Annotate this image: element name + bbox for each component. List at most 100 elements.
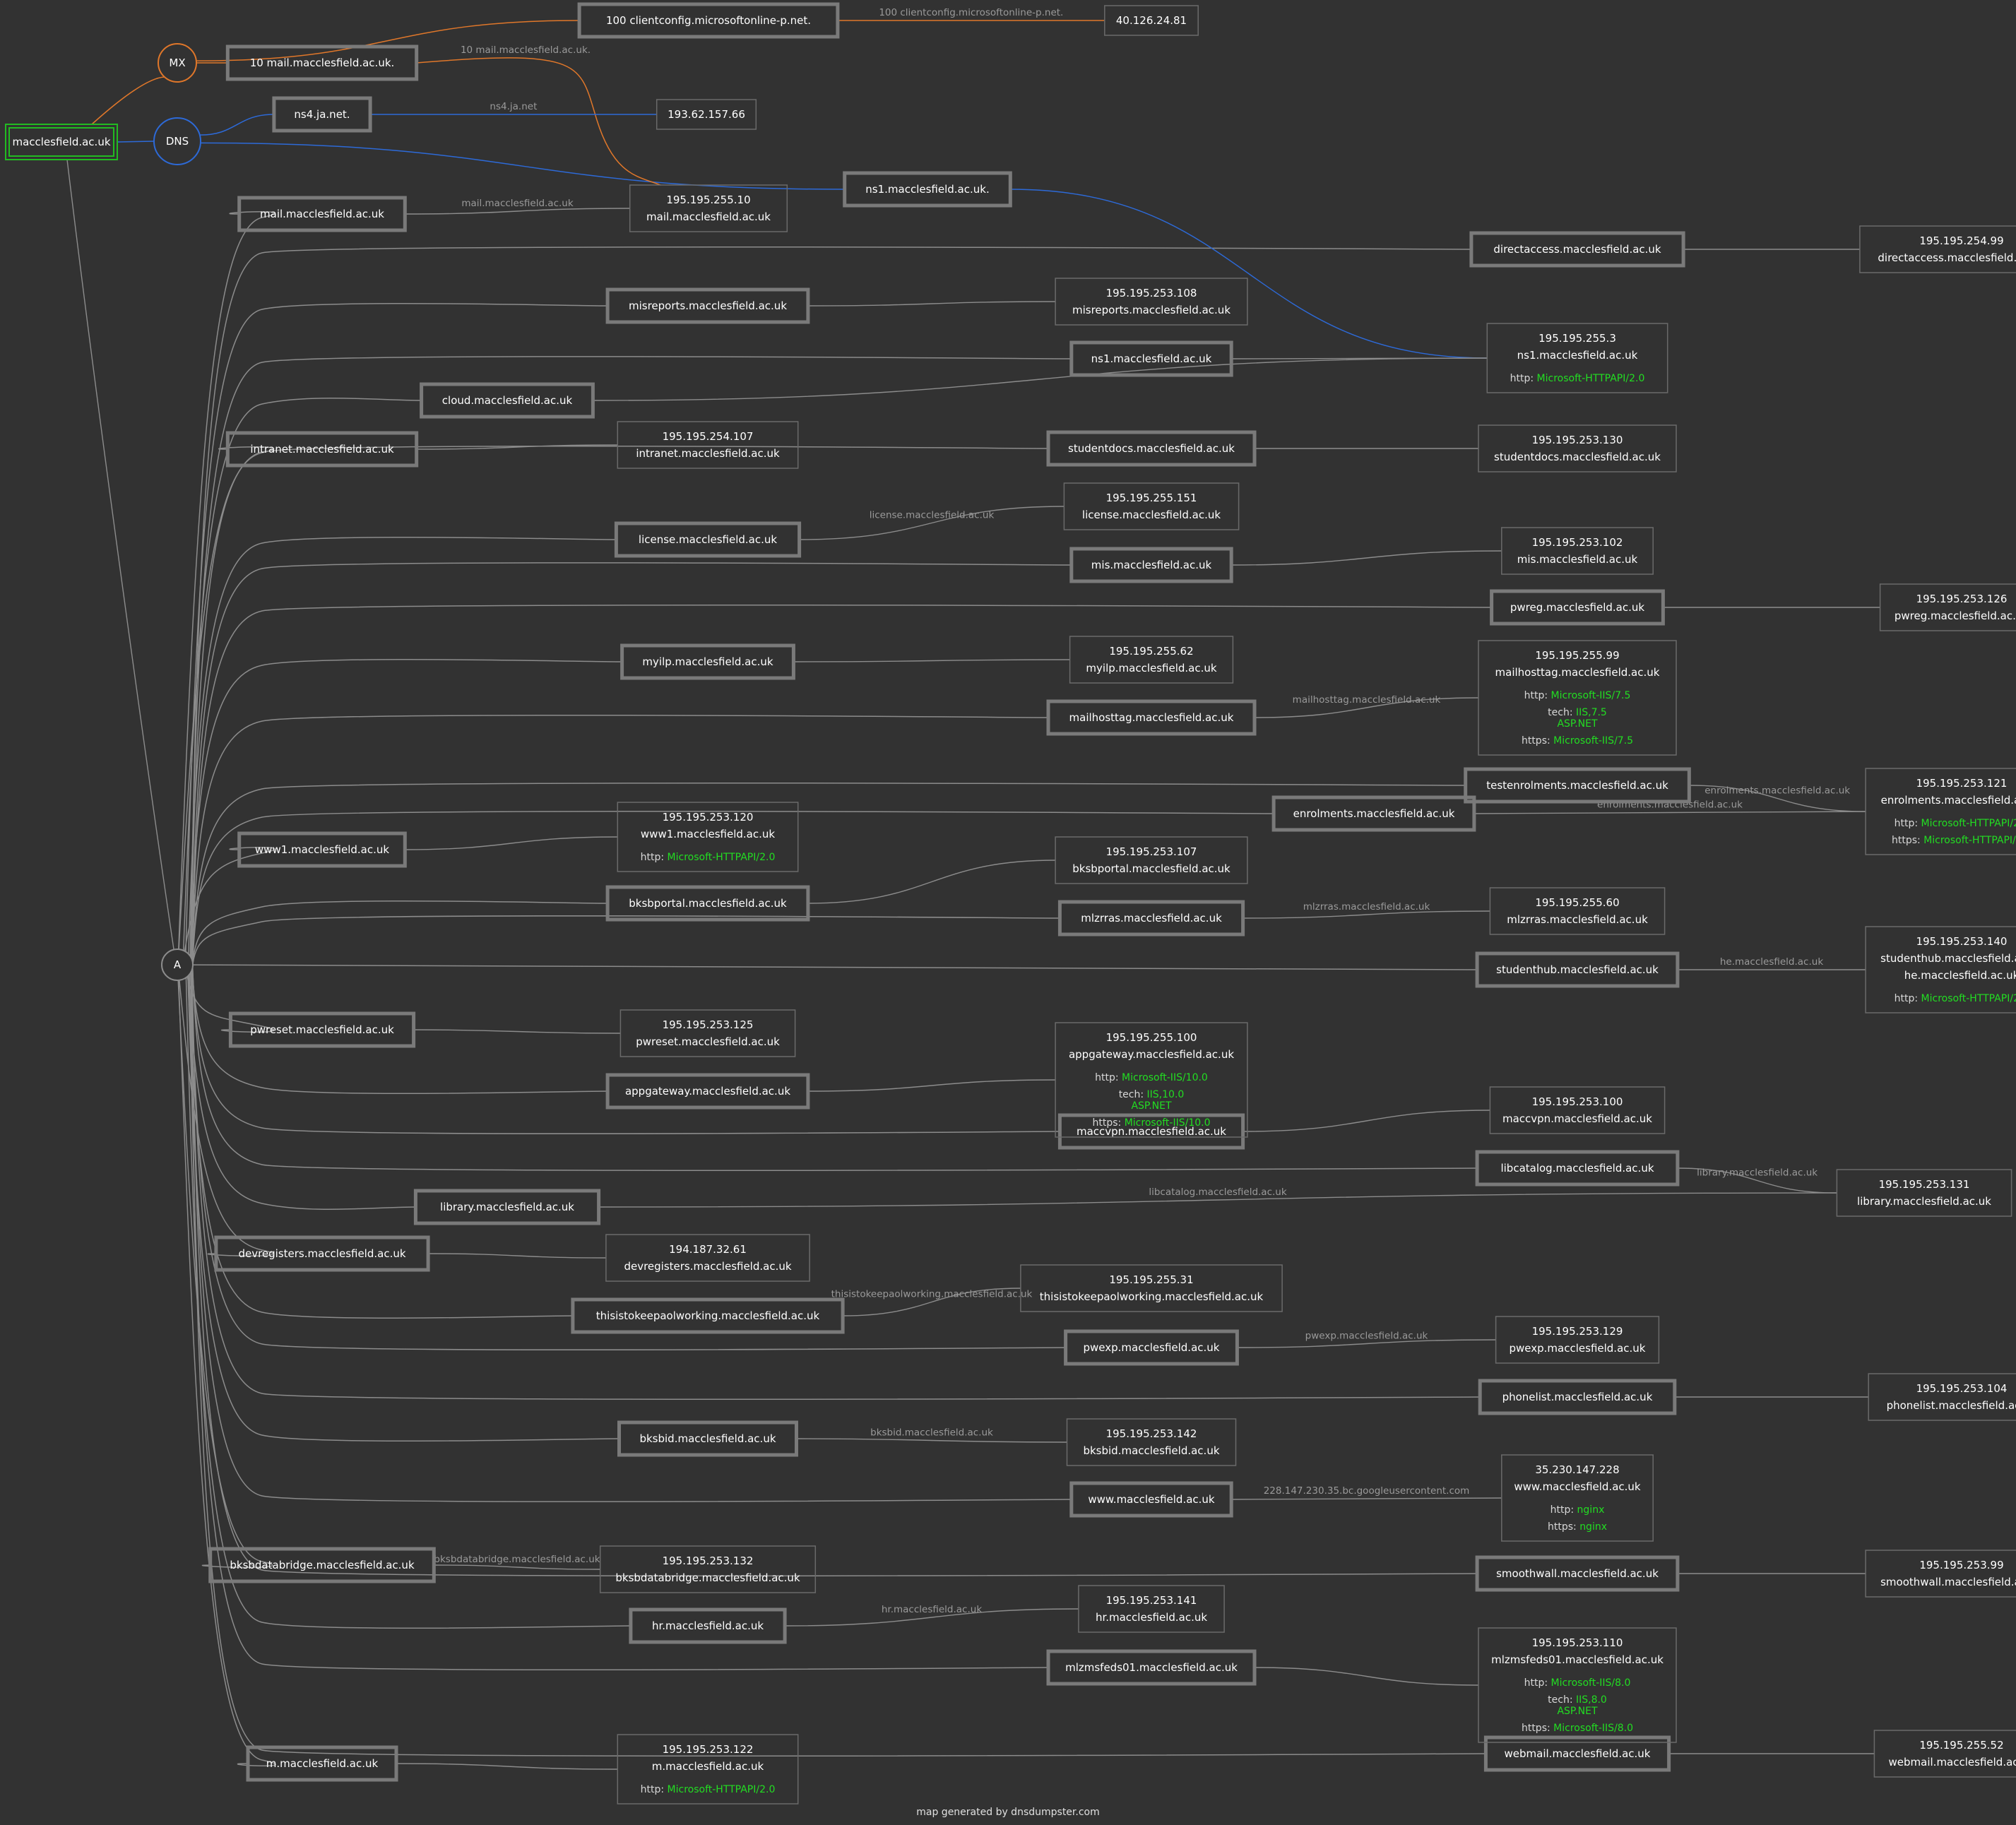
host-node-cloud[interactable]: cloud.macclesfield.ac.uk [420, 382, 595, 419]
host-node-misreports[interactable]: misreports.macclesfield.ac.uk [605, 287, 810, 324]
host-node-bksbid[interactable]: bksbid.macclesfield.ac.uk [617, 1420, 798, 1457]
edge-group-mailhosttag [191, 714, 1049, 961]
ip-hostname: m.macclesfield.ac.uk [652, 1760, 764, 1773]
host-node-appgateway[interactable]: appgateway.macclesfield.ac.uk [605, 1073, 810, 1110]
ip-node-ip_mlzmsfeds01[interactable]: 195.195.253.110mlzmsfeds01.macclesfield.… [1478, 1627, 1677, 1743]
ip-hostname: www1.macclesfield.ac.uk [641, 828, 775, 840]
edge-ip-myilp [793, 659, 1070, 662]
host-label: libcatalog.macclesfield.ac.uk [1500, 1162, 1654, 1175]
edge-label-mx1: 100 clientconfig.microsoftonline-p.net. [879, 7, 1063, 18]
host-node-mailhosttag[interactable]: mailhosttag.macclesfield.ac.uk [1046, 699, 1257, 736]
ip-node-ip_smoothwall[interactable]: 195.195.253.99smoothwall.macclesfield.ac… [1865, 1550, 2016, 1598]
ip-node-ip_enrolments[interactable]: 195.195.253.121enrolments.macclesfield.a… [1865, 768, 2016, 855]
ip-node-ip_mailhosttag[interactable]: 195.195.255.99mailhosttag.macclesfield.a… [1478, 640, 1677, 756]
service-label: http: [1095, 1072, 1122, 1083]
host-node-webmail[interactable]: webmail.macclesfield.ac.uk [1483, 1735, 1671, 1772]
edge-label-license: license.macclesfield.ac.uk [870, 510, 995, 521]
host-node-bksbportal[interactable]: bksbportal.macclesfield.ac.uk [605, 885, 810, 922]
ip-node-ip_misreports[interactable]: 195.195.253.108misreports.macclesfield.a… [1055, 278, 1248, 326]
root-node[interactable]: macclesfield.ac.uk [5, 124, 118, 160]
ip-node-ip_bksbdatabridge[interactable]: 195.195.253.132bksbdatabridge.macclesfie… [599, 1545, 817, 1593]
host-node-libcatalog[interactable]: libcatalog.macclesfield.ac.uk [1475, 1150, 1680, 1187]
ip-node-ip_www1[interactable]: 195.195.253.120www1.macclesfield.ac.ukht… [617, 802, 799, 872]
edge-ip-mail [405, 208, 630, 215]
host-node-mx2[interactable]: 10 mail.macclesfield.ac.uk. [225, 44, 419, 81]
host-node-mlzrras[interactable]: mlzrras.macclesfield.ac.uk [1057, 900, 1245, 937]
host-label: mailhosttag.macclesfield.ac.uk [1069, 711, 1234, 724]
ip-address: 195.195.254.107 [663, 430, 754, 443]
edge-ip-libcatalog [1677, 1167, 1837, 1194]
host-node-mlzmsfeds01[interactable]: mlzmsfeds01.macclesfield.ac.uk [1046, 1649, 1257, 1686]
edge-ip-pwexp [1237, 1339, 1496, 1348]
ip-node-ip_intranet[interactable]: 195.195.254.107intranet.macclesfield.ac.… [617, 421, 799, 469]
host-node-mail[interactable]: mail.macclesfield.ac.uk [237, 196, 407, 232]
host-node-m[interactable]: m.macclesfield.ac.uk [246, 1745, 398, 1782]
host-node-library[interactable]: library.macclesfield.ac.uk [413, 1189, 601, 1225]
ip-hostname: studentdocs.macclesfield.ac.uk [1494, 451, 1661, 463]
host-node-pwexp[interactable]: pwexp.macclesfield.ac.uk [1064, 1329, 1239, 1366]
host-node-smoothwall[interactable]: smoothwall.macclesfield.ac.uk [1475, 1555, 1680, 1592]
ip-node-ip_thisis[interactable]: 195.195.255.31thisistokeepaolworking.mac… [1020, 1264, 1283, 1312]
host-node-maccvpn[interactable]: maccvpn.macclesfield.ac.uk [1057, 1113, 1245, 1150]
ip-node-ip_ns1[interactable]: 195.195.255.3ns1.macclesfield.ac.ukhttp:… [1486, 323, 1668, 393]
host-node-enrolments[interactable]: enrolments.macclesfield.ac.uk [1271, 795, 1476, 832]
edge-group-pwreset [186, 976, 275, 1033]
host-node-hr[interactable]: hr.macclesfield.ac.uk [629, 1607, 787, 1644]
host-node-ns1[interactable]: ns1.macclesfield.ac.uk [1069, 340, 1233, 377]
ip-address: 195.195.253.104 [1916, 1382, 2008, 1395]
ip-node-ip_license[interactable]: 195.195.255.151license.macclesfield.ac.u… [1063, 482, 1240, 530]
host-node-license[interactable]: license.macclesfield.ac.uk [614, 521, 802, 558]
ip-node-ip_appgateway[interactable]: 195.195.255.100appgateway.macclesfield.a… [1055, 1022, 1248, 1138]
ip-node-ip_directaccess[interactable]: 195.195.254.99directaccess.macclesfield.… [1859, 225, 2016, 273]
ip-node-ip_m[interactable]: 195.195.253.122m.macclesfield.ac.ukhttp:… [617, 1734, 799, 1805]
host-node-bksbdatabridge[interactable]: bksbdatabridge.macclesfield.ac.uk [208, 1547, 436, 1583]
host-node-pwreg[interactable]: pwreg.macclesfield.ac.uk [1490, 589, 1665, 626]
edge-group-myilp [189, 658, 622, 956]
host-node-studenthub[interactable]: studenthub.macclesfield.ac.uk [1475, 951, 1680, 988]
ip-node-ip_phonelist[interactable]: 195.195.253.104phonelist.macclesfield.ac… [1868, 1373, 2016, 1421]
ip-node-ip_studenthub[interactable]: 195.195.253.140studenthub.macclesfield.a… [1865, 926, 2016, 1013]
ip-node-ip_pwreset[interactable]: 195.195.253.125pwreset.macclesfield.ac.u… [619, 1009, 796, 1057]
edge-ip-license [799, 506, 1065, 540]
host-node-studentdocs[interactable]: studentdocs.macclesfield.ac.uk [1046, 430, 1257, 467]
host-node-www1[interactable]: www1.macclesfield.ac.uk [237, 831, 407, 868]
host-node-phonelist[interactable]: phonelist.macclesfield.ac.uk [1478, 1379, 1677, 1415]
ip-node-ip_studentdocs[interactable]: 195.195.253.130studentdocs.macclesfield.… [1478, 424, 1677, 472]
dns-group-node[interactable]: DNS [153, 117, 201, 165]
service-value: IIS,8.0 [1576, 1694, 1607, 1706]
host-node-testenrolments[interactable]: testenrolments.macclesfield.ac.uk [1464, 767, 1691, 804]
ip-node-ip_bksbportal[interactable]: 195.195.253.107bksbportal.macclesfield.a… [1055, 836, 1248, 884]
ip-node-ip_40[interactable]: 40.126.24.81 [1104, 5, 1199, 36]
host-label: misreports.macclesfield.ac.uk [629, 299, 787, 312]
host-node-ns1d[interactable]: ns1.macclesfield.ac.uk. [843, 171, 1012, 208]
host-node-directaccess[interactable]: directaccess.macclesfield.ac.uk [1469, 231, 1685, 268]
ip-address: 195.195.253.132 [663, 1554, 754, 1567]
ip-node-ip_193[interactable]: 193.62.157.66 [656, 99, 757, 130]
ip-node-ip_maccvpn[interactable]: 195.195.253.100maccvpn.macclesfield.ac.u… [1489, 1086, 1666, 1134]
host-node-mx1[interactable]: 100 clientconfig.microsoftonline-p.net. [577, 2, 840, 39]
ip-node-ip_devregisters[interactable]: 194.187.32.61devregisters.macclesfield.a… [605, 1234, 810, 1282]
host-node-mis[interactable]: mis.macclesfield.ac.uk [1069, 547, 1233, 583]
ip-node-ip_www[interactable]: 35.230.147.228www.macclesfield.ac.ukhttp… [1501, 1454, 1654, 1542]
host-node-thisis[interactable]: thisistokeepaolworking.macclesfield.ac.u… [571, 1297, 845, 1334]
host-node-intranet[interactable]: intranet.macclesfield.ac.uk [225, 431, 419, 468]
service-value: Microsoft-IIS/7.5 [1553, 735, 1633, 747]
host-node-myilp[interactable]: myilp.macclesfield.ac.uk [620, 643, 795, 680]
host-node-www[interactable]: www.macclesfield.ac.uk [1069, 1481, 1233, 1518]
ip-node-ip_library[interactable]: 195.195.253.131library.macclesfield.ac.u… [1836, 1169, 2012, 1217]
host-node-devregisters[interactable]: devregisters.macclesfield.ac.uk [214, 1235, 430, 1272]
a-group-node[interactable]: A [161, 949, 194, 981]
host-node-ns4[interactable]: ns4.ja.net. [272, 96, 372, 133]
host-node-pwreset[interactable]: pwreset.macclesfield.ac.uk [228, 1011, 416, 1048]
mx-group-node[interactable]: MX [158, 43, 197, 83]
